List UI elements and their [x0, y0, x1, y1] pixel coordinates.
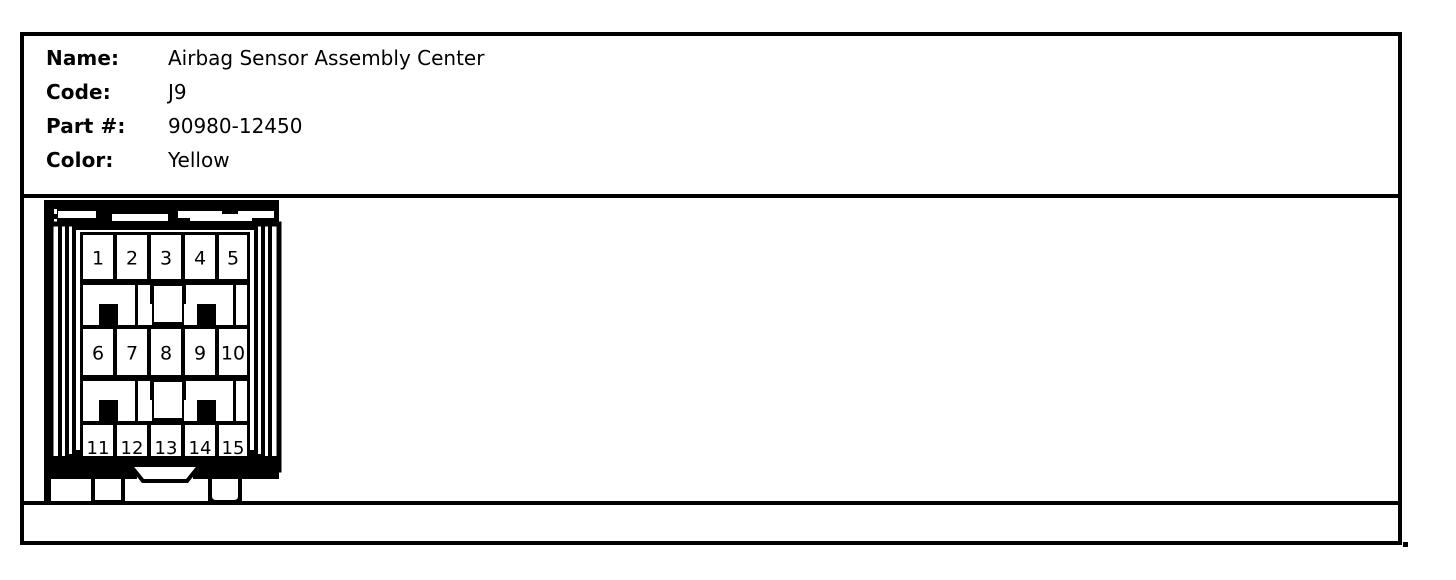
info-value-name: Airbag Sensor Assembly Center — [168, 46, 485, 70]
info-label-code: Code: — [46, 80, 111, 104]
pin-row-1: 1 2 3 4 5 — [80, 232, 250, 282]
pin-label-5: 5 — [227, 248, 239, 270]
info-row-name: Name: Airbag Sensor Assembly Center — [46, 46, 1398, 80]
pin-label-8: 8 — [160, 343, 172, 365]
info-value-part-number: 90980-12450 — [168, 114, 303, 138]
info-value-code: J9 — [168, 80, 187, 104]
pin-label-7: 7 — [126, 343, 138, 365]
pin-label-1: 1 — [92, 248, 104, 270]
connector-keyway-2 — [150, 378, 186, 422]
pin-label-2: 2 — [126, 248, 138, 270]
info-label-part-number: Part #: — [46, 114, 126, 138]
info-label-name: Name: — [46, 46, 120, 70]
connector-pinout-diagram: 1 2 3 4 5 — [44, 200, 282, 501]
connector-lock-band-2 — [80, 378, 250, 424]
pin-label-14: 14 — [189, 438, 212, 459]
pin-label-10: 10 — [221, 343, 245, 365]
connector-card: Name: Airbag Sensor Assembly Center Code… — [20, 32, 1402, 545]
pin-row-2: 6 7 8 9 10 — [80, 326, 250, 378]
pin-label-3: 3 — [160, 248, 172, 270]
pin-label-13: 13 — [155, 438, 178, 459]
info-row-color: Color: Yellow — [46, 148, 1398, 182]
connector-lock-band-1 — [80, 282, 250, 328]
connector-info-panel: Name: Airbag Sensor Assembly Center Code… — [24, 36, 1398, 198]
corner-registration-dot — [1403, 542, 1408, 547]
connector-diagram-panel: 1 2 3 4 5 — [24, 198, 1398, 505]
connector-notes-strip — [24, 505, 1398, 541]
connector-keyway-1 — [150, 282, 186, 326]
info-label-color: Color: — [46, 148, 114, 172]
connector-top-latch-band — [51, 208, 279, 224]
pin-label-4: 4 — [194, 248, 206, 270]
connector-bottom-shell — [44, 456, 279, 501]
pin-label-12: 12 — [121, 438, 144, 459]
pin-label-9: 9 — [194, 343, 206, 365]
info-value-color: Yellow — [168, 148, 230, 172]
info-row-code: Code: J9 — [46, 80, 1398, 114]
pin-label-11: 11 — [87, 438, 110, 459]
info-row-part-number: Part #: 90980-12450 — [46, 114, 1398, 148]
connector-center-latch — [125, 463, 205, 483]
pin-label-15: 15 — [222, 438, 245, 459]
connector-top-flange — [44, 200, 279, 208]
connector-left-flange — [44, 200, 51, 496]
pin-label-6: 6 — [92, 343, 104, 365]
